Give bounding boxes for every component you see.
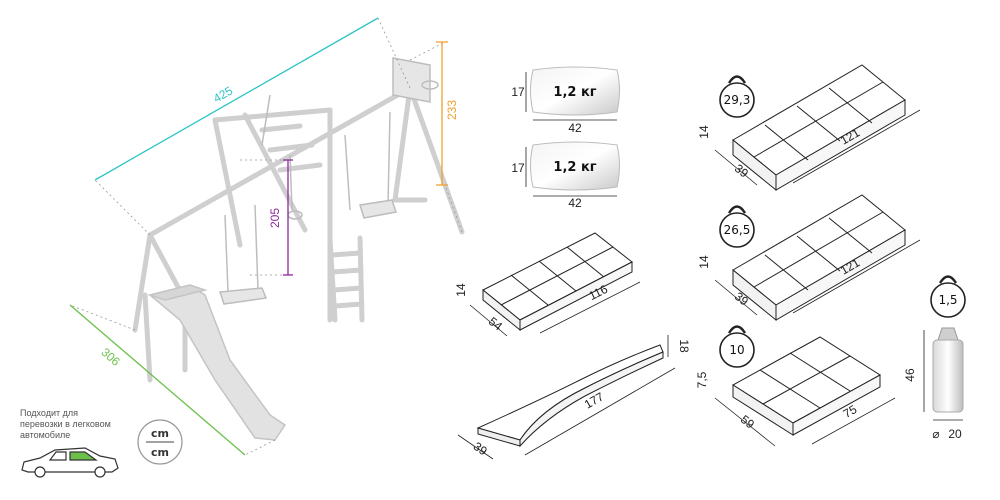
slide-illustration	[147, 284, 287, 441]
svg-text:29,3: 29,3	[724, 93, 751, 107]
svg-text:42: 42	[568, 196, 582, 210]
height-dimension-label: 233	[445, 100, 459, 120]
tube-dims: 46 ⌀ 20	[903, 330, 963, 441]
slide-package	[476, 344, 664, 448]
svg-text:1,5: 1,5	[938, 293, 957, 307]
car-icon	[21, 447, 119, 478]
kettlebell-icon: 26,5	[719, 205, 755, 248]
svg-text:17: 17	[511, 85, 525, 99]
svg-text:10: 10	[729, 343, 744, 357]
depth-dimension-label: 306	[98, 345, 123, 369]
svg-text:⌀: ⌀	[932, 427, 939, 441]
swing-set-illustration	[132, 85, 465, 383]
svg-text:233: 233	[445, 100, 459, 120]
bar-height-dimension-label: 205	[268, 208, 282, 228]
units-badge: cm cm	[137, 419, 183, 465]
svg-text:автомобиле: автомобиле	[20, 430, 70, 440]
svg-text:7,5: 7,5	[695, 371, 709, 388]
bag-package-1: 1,2 кг 17 42	[511, 66, 620, 135]
svg-text:20: 20	[948, 427, 962, 441]
svg-text:46: 46	[903, 368, 917, 382]
package-box-3	[732, 336, 881, 436]
svg-text:14: 14	[697, 255, 711, 269]
kettlebell-icon: 29,3	[719, 75, 755, 118]
svg-text:75: 75	[841, 402, 860, 421]
svg-text:перевозки в легковом: перевозки в легковом	[20, 419, 111, 429]
svg-text:1,2 кг: 1,2 кг	[553, 85, 596, 100]
svg-text:26,5: 26,5	[724, 223, 751, 237]
transport-note: Подходит для перевозки в легковом автомо…	[20, 408, 111, 440]
swing-seats	[218, 94, 397, 305]
bag-package-2: 1,2 кг 17 42	[511, 141, 620, 210]
svg-text:18: 18	[677, 339, 691, 353]
kettlebell-icon: 10	[719, 325, 755, 368]
svg-text:14: 14	[697, 125, 711, 139]
svg-text:cm: cm	[151, 427, 169, 440]
svg-text:39: 39	[471, 439, 490, 458]
tube-package	[932, 327, 964, 413]
svg-text:205: 205	[268, 208, 282, 228]
svg-text:cm: cm	[151, 446, 169, 459]
kettlebell-icon: 1,5	[930, 275, 966, 318]
svg-text:306: 306	[98, 345, 123, 369]
basketball-hoop	[392, 57, 439, 103]
slide-package-dims: 18 39 177	[457, 335, 691, 460]
svg-text:14: 14	[454, 283, 468, 297]
svg-text:42: 42	[568, 121, 582, 135]
box-small	[482, 232, 633, 332]
package-box-1	[732, 64, 906, 192]
svg-text:1,2 кг: 1,2 кг	[553, 160, 596, 175]
package-box-2	[732, 194, 906, 322]
svg-text:17: 17	[511, 161, 525, 175]
svg-text:Подходит для: Подходит для	[20, 408, 78, 418]
svg-text:59: 59	[738, 412, 757, 431]
box-small-dims: 14 54 116	[454, 281, 641, 337]
svg-text:54: 54	[486, 314, 505, 333]
